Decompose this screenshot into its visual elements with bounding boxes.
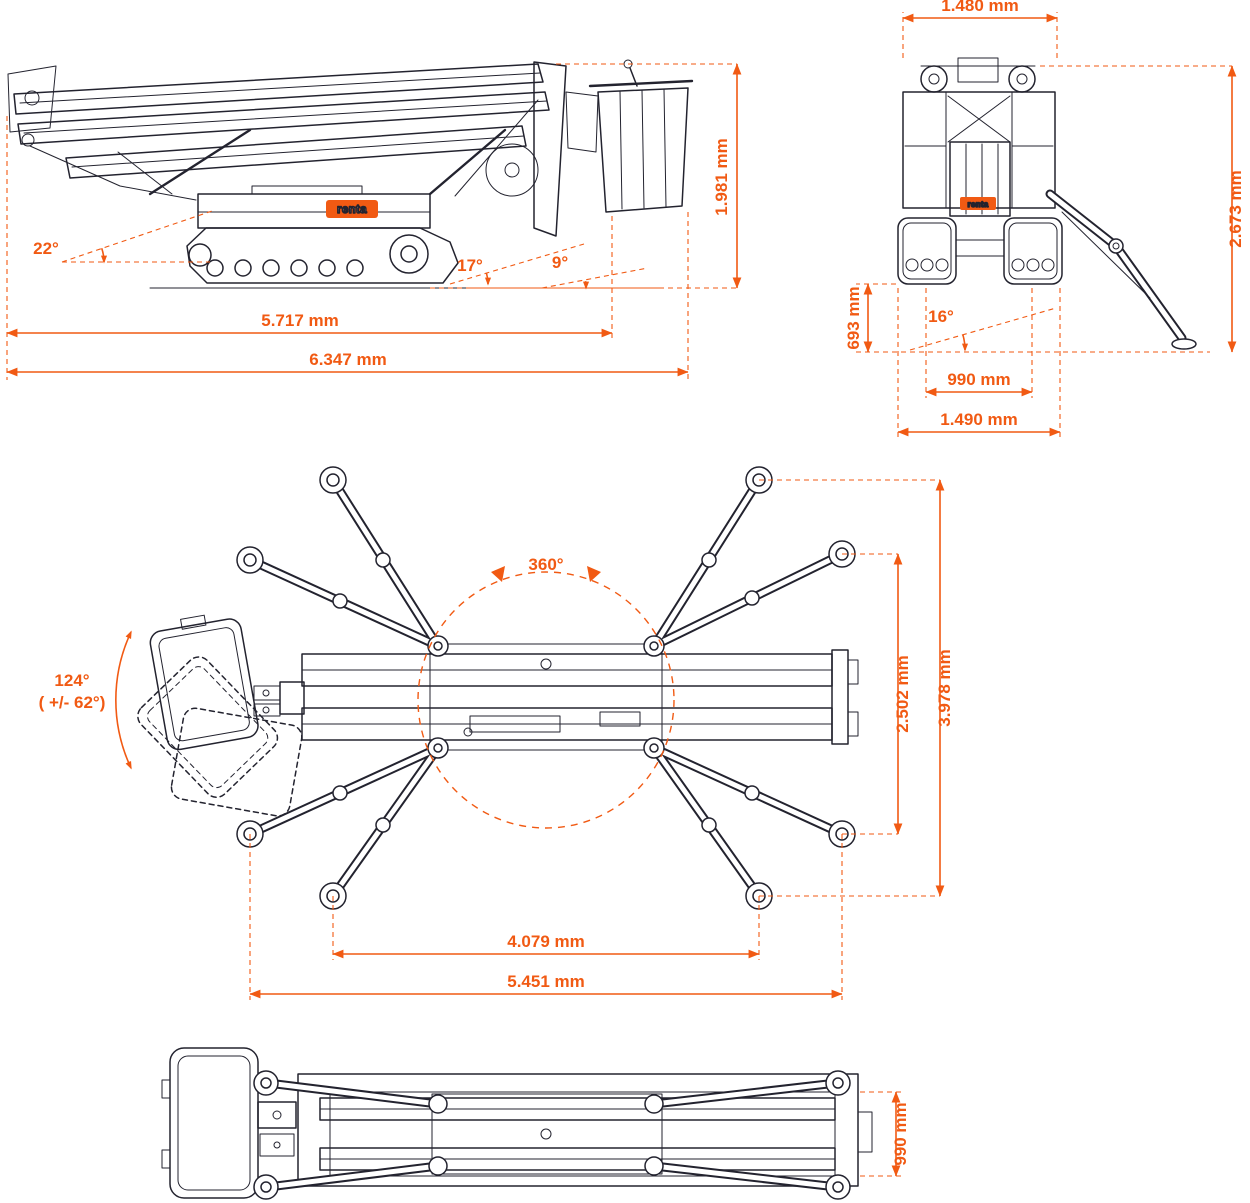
rear-view-machine: renta [897,57,1197,350]
slew-arrow-left-icon [491,566,505,582]
crawler-track [186,227,459,284]
dim-rear-top-width: 1.480 mm [941,0,1019,15]
dim-rear-overall-width: 1.490 mm [940,410,1018,429]
dim-stowed-machine-width: 990 mm [891,1102,910,1165]
folded-boom [7,61,567,237]
side-view-dimensions: 1.981 mm 5.717 mm 6.347 mm 22° 17° 9° [6,63,742,380]
rear-view: renta [844,0,1245,438]
renta-logo-small: renta [960,197,996,210]
dim-side-overall-length: 6.347 mm [309,350,387,369]
dim-platform-rotation-range: ( +/- 62°) [39,693,106,712]
renta-logo: renta [326,200,378,218]
platform-link [253,681,305,717]
outrigger-legs [236,466,856,910]
top-chassis [301,643,859,751]
dim-outrigger-length-narrow: 4.079 mm [507,932,585,951]
dim-rear-tilt-angle: 16° [928,307,954,326]
stowed-outrigger-legs [253,1070,851,1200]
dim-side-overall-height: 1.981 mm [712,138,731,216]
dim-rear-track-gauge: 990 mm [947,370,1010,389]
side-view-machine: renta [7,59,694,289]
dim-rear-outrigger-height: 2.673 mm [1226,170,1245,248]
boom-head [920,57,1036,93]
chassis [197,185,431,229]
stowed-platform-link [257,1101,297,1157]
top-view-dimensions: 360° 124° ( +/- 62°) 2.502 mm 3.978 mm 4… [39,479,954,1000]
outrigger-leg [1045,189,1197,350]
stowed-view-machine [161,1047,873,1200]
dim-side-length-chassis: 5.717 mm [261,311,339,330]
dim-outrigger-length-wide: 5.451 mm [507,972,585,991]
outrigger-foot-pads [236,466,856,910]
top-view: 360° 124° ( +/- 62°) 2.502 mm 3.978 mm 4… [39,466,954,1000]
platform-swing-position-2 [170,707,303,817]
platform-swing-position-1 [137,656,279,798]
work-basket [565,59,694,213]
renta-logo-text: renta [337,204,367,216]
dim-rear-ground-clearance: 693 mm [844,286,863,349]
stowed-platform [161,1047,259,1199]
stowed-view-dimensions: 990 mm [860,1091,910,1177]
stowed-chassis [297,1073,873,1187]
platform-top [149,614,259,751]
dim-platform-rotation: 124° [54,671,89,690]
dim-turret-rotation: 360° [528,555,563,574]
renta-logo-small-text: renta [967,200,988,209]
side-view: renta [6,59,742,380]
rear-tracks [897,217,1063,285]
dim-side-front-angle: 9° [552,253,568,272]
stowed-view: 990 mm [161,1047,910,1200]
top-view-machine [137,466,859,910]
rear-view-dimensions: 1.480 mm 2.673 mm 693 mm 16° 990 mm 1.49… [844,0,1245,438]
dim-side-tail-angle: 22° [33,239,59,258]
slew-circle [417,571,675,829]
dim-outrigger-span-narrow: 2.502 mm [893,655,912,733]
slew-arrow-right-icon [587,566,601,582]
dim-side-mid-angle: 17° [457,256,483,275]
dim-outrigger-span-wide: 3.978 mm [935,649,954,727]
